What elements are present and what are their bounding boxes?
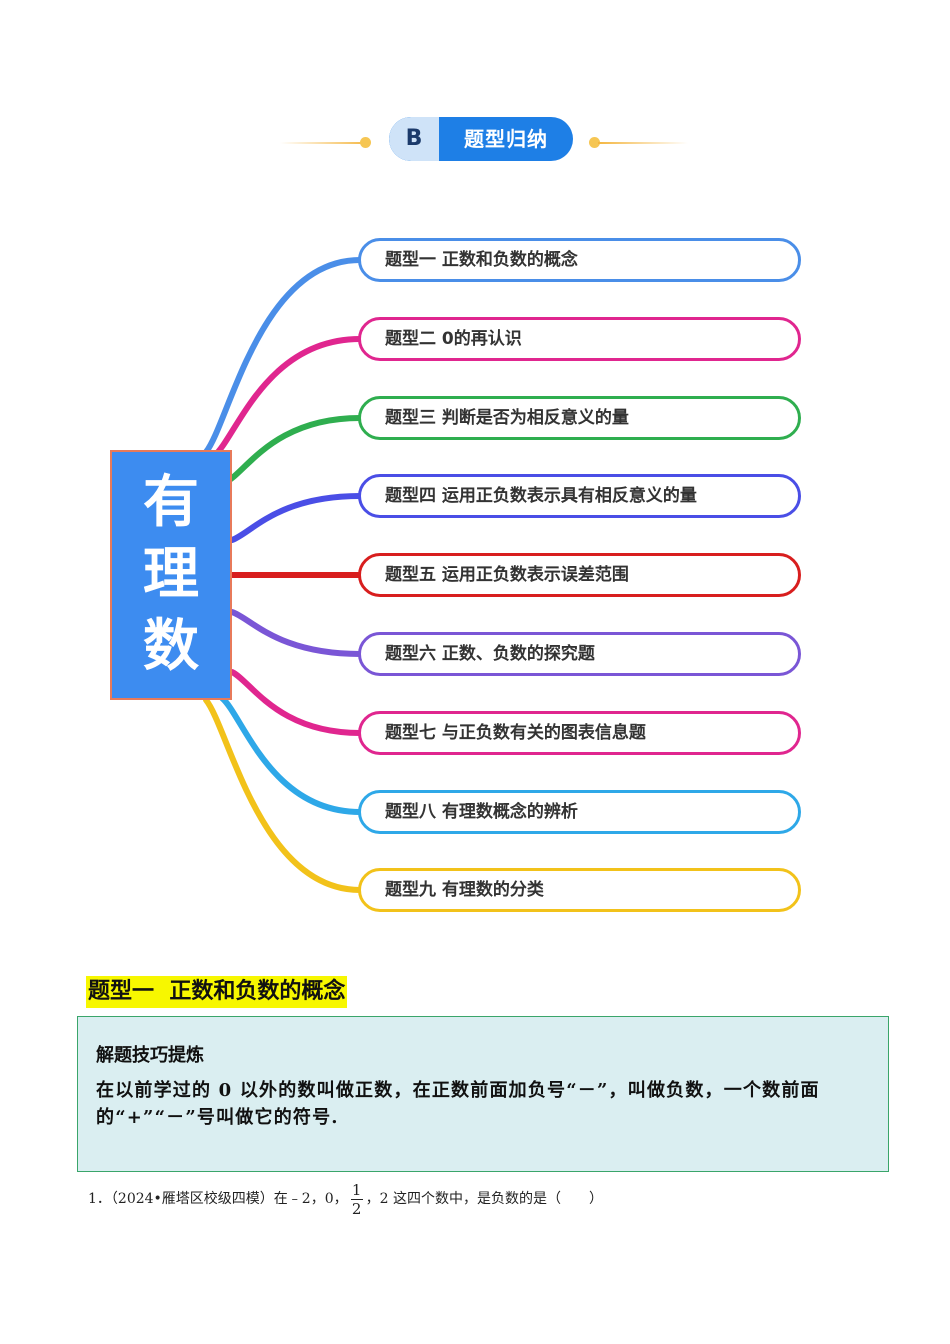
topic-5[interactable]: 题型五 运用正负数表示误差范围 (358, 553, 801, 597)
branch-1 (203, 257, 363, 455)
branch-4 (229, 493, 363, 543)
header-left-dot (360, 137, 371, 148)
topic-4[interactable]: 题型四 运用正负数表示具有相反意义的量 (358, 474, 801, 518)
header-right-dot (589, 137, 600, 148)
tip-box: 解题技巧提炼 在以前学过的 0 以外的数叫做正数，在正数前面加负号“－”，叫做负… (77, 1016, 889, 1172)
branch-2 (211, 336, 363, 459)
branch-6 (229, 609, 363, 657)
tip-text: 在以前学过的 0 以外的数叫做正数，在正数前面加负号“－”，叫做负数，一个数前面… (96, 1080, 820, 1128)
center-char-1: 有 (143, 470, 199, 535)
section-letter: B (389, 117, 439, 161)
branch-3 (223, 415, 363, 485)
section-badge: B 题型归纳 (389, 117, 573, 161)
topic-2[interactable]: 题型二 0的再认识 (358, 317, 801, 361)
branch-9 (203, 697, 363, 893)
topic-heading: 题型一 正数和负数的概念 (86, 976, 348, 1008)
fraction-bar (350, 1198, 363, 1200)
topic-3[interactable]: 题型三 判断是否为相反意义的量 (358, 396, 801, 440)
fraction-numerator: 1 (351, 1180, 362, 1199)
center-char-3: 数 (143, 614, 199, 679)
question-1: 1．（2024•雁塔区校级四模）在﹣2，0， 1 2 ，2 这四个数中，是负数的… (88, 1176, 603, 1222)
branch-7 (229, 669, 363, 736)
question-suffix: ，2 这四个数中，是负数的是（ ） (365, 1191, 603, 1207)
topic-8[interactable]: 题型八 有理数概念的辨析 (358, 790, 801, 834)
header-left-line (280, 142, 370, 144)
branch-8 (219, 695, 363, 815)
section-title: 题型归纳 (464, 127, 548, 151)
mindmap-center: 有 理 数 (110, 450, 232, 700)
topic-1[interactable]: 题型一 正数和负数的概念 (358, 238, 801, 282)
topic-6[interactable]: 题型六 正数、负数的探究题 (358, 632, 801, 676)
center-char-2: 理 (143, 542, 199, 607)
fraction: 1 2 (350, 1180, 363, 1218)
header-right-line (598, 142, 688, 144)
mindmap-branches (203, 257, 363, 893)
tip-title: 解题技巧提炼 (96, 1045, 204, 1066)
question-prefix: 1．（2024•雁塔区校级四模）在﹣2，0， (88, 1191, 348, 1207)
fraction-denominator: 2 (351, 1199, 362, 1218)
topic-7[interactable]: 题型七 与正负数有关的图表信息题 (358, 711, 801, 755)
topic-9[interactable]: 题型九 有理数的分类 (358, 868, 801, 912)
